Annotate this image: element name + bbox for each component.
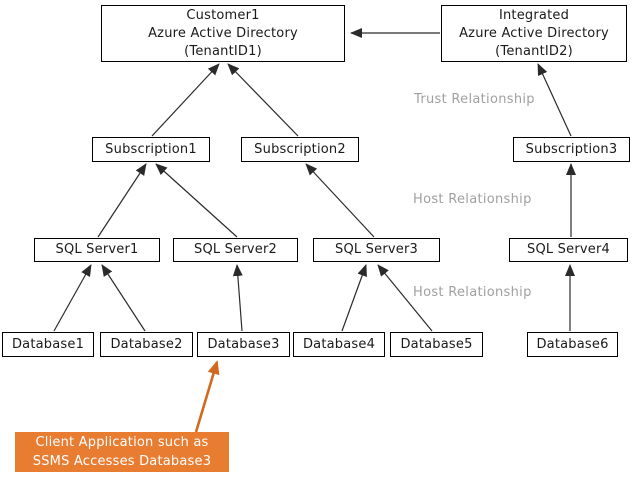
node-sql-server1: SQL Server1 (34, 238, 160, 262)
tenant-line: Integrated (498, 7, 570, 23)
node-label: SQL Server1 (55, 242, 139, 257)
node-integrated-aad: Integrated Azure Active Directory (Tenan… (441, 5, 627, 62)
node-label: SQL Server2 (194, 242, 277, 257)
tenant-line: Customer1 (186, 7, 260, 23)
node-subscription2: Subscription2 (241, 137, 359, 162)
node-label: Subscription3 (525, 141, 618, 157)
edge-sqlserver2-to-subscription1 (155, 163, 238, 238)
trust-relationship-label: Trust Relationship (414, 92, 535, 107)
tenant-line: Azure Active Directory (459, 25, 609, 41)
node-customer1-aad: Customer1 Azure Active Directory (Tenant… (101, 5, 345, 62)
edge-database3-to-sqlserver2 (232, 264, 243, 332)
edge-subscription1-to-customer1 (151, 63, 220, 137)
edge-database2-to-sqlserver1 (101, 264, 146, 332)
edge-subscription3-to-integrated (537, 63, 572, 137)
client-application-callout: Client Application such as SSMS Accesses… (15, 432, 229, 472)
node-label: Database5 (400, 336, 473, 352)
tenant-line: (TenantID1) (184, 43, 262, 59)
node-label: Database3 (207, 336, 280, 352)
node-sql-server4: SQL Server4 (509, 238, 628, 262)
node-sql-server3: SQL Server3 (313, 238, 440, 262)
node-label: Subscription2 (254, 141, 346, 157)
node-database6: Database6 (527, 332, 618, 357)
callout-line: Client Application such as (35, 435, 209, 450)
edge-database1-to-sqlserver1 (53, 264, 92, 332)
edge-sqlserver1-to-subscription1 (97, 163, 147, 238)
node-label: Database1 (11, 336, 85, 352)
node-label: SQL Server3 (335, 242, 418, 257)
tenant-line: Azure Active Directory (148, 25, 298, 41)
edge-sqlserver3-to-subscription2 (305, 163, 375, 238)
tenant-line: (TenantID2) (495, 43, 573, 59)
node-database4: Database4 (293, 332, 385, 357)
node-label: Subscription1 (105, 141, 197, 157)
callout-line: SSMS Accesses Database3 (32, 454, 212, 469)
node-subscription3: Subscription3 (513, 137, 630, 162)
node-database1: Database1 (2, 332, 94, 357)
node-sql-server2: SQL Server2 (173, 238, 298, 262)
edge-database4-to-sqlserver3 (341, 264, 367, 332)
node-subscription1: Subscription1 (92, 137, 210, 162)
node-label: Database2 (110, 336, 183, 352)
node-label: Database6 (536, 336, 609, 352)
node-label: Database4 (302, 336, 376, 352)
edge-subscription2-to-customer1 (227, 63, 299, 137)
node-database2: Database2 (100, 332, 193, 357)
node-database5: Database5 (390, 332, 483, 357)
host-relationship-label-upper: Host Relationship (413, 192, 532, 207)
node-database3: Database3 (197, 332, 290, 357)
node-label: SQL Server4 (527, 242, 610, 257)
host-relationship-label-lower: Host Relationship (413, 285, 532, 300)
edge-client-callout-to-database3 (194, 360, 220, 433)
